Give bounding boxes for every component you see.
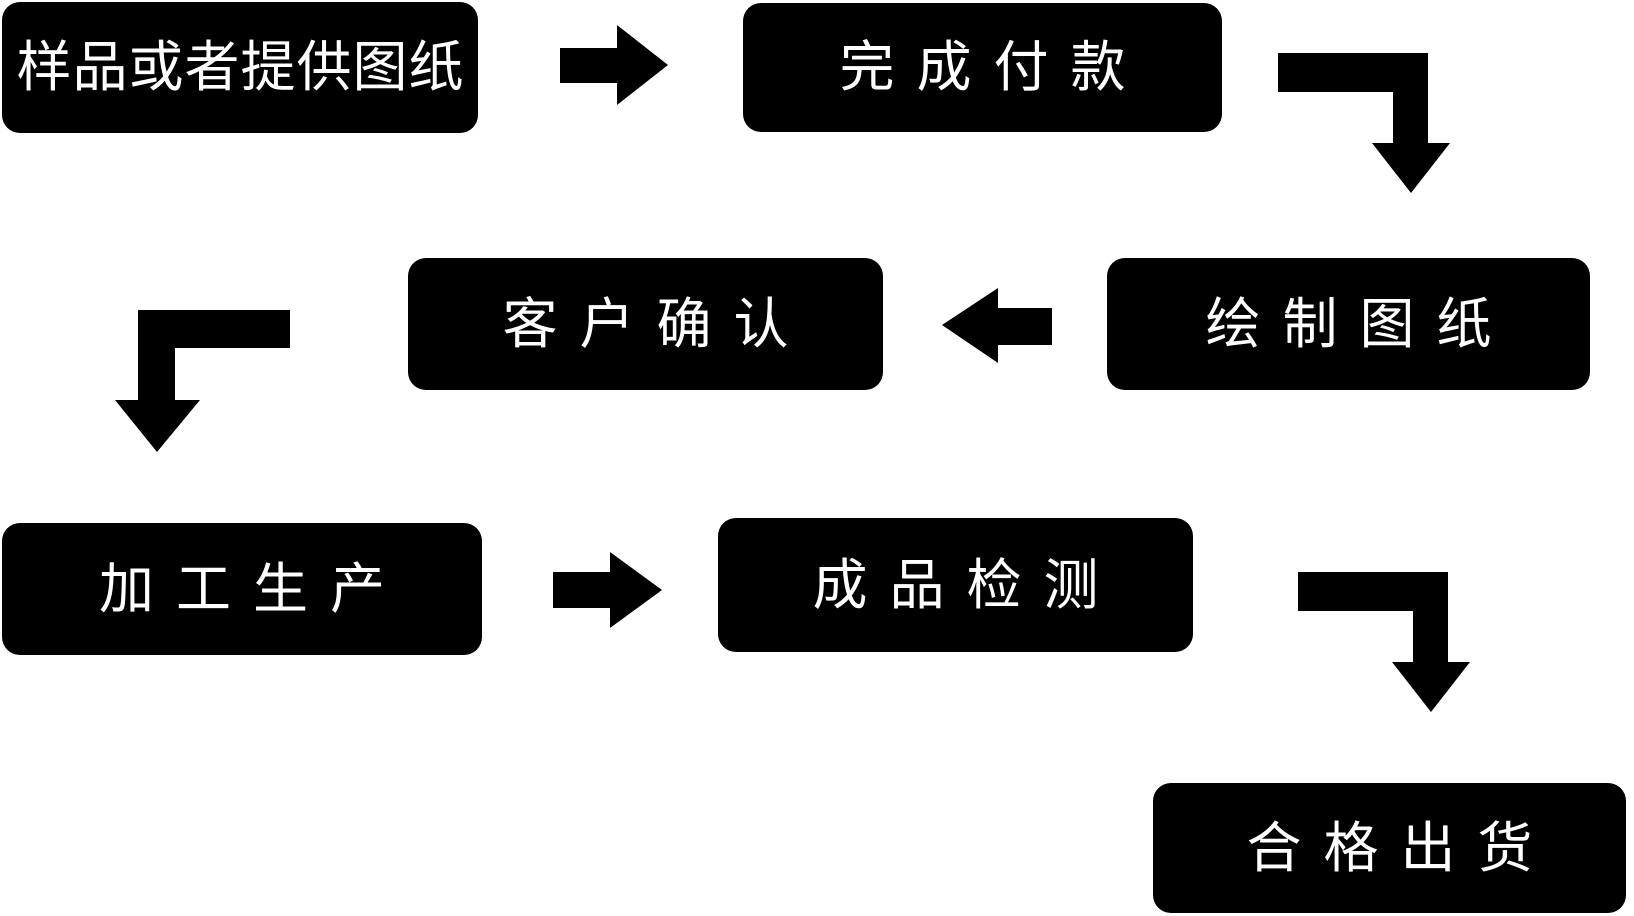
- node-label: 成品检测: [812, 552, 1121, 617]
- node-draw-drawings: 绘制图纸: [1107, 258, 1590, 390]
- node-qualified-shipment: 合格出货: [1153, 783, 1626, 913]
- node-processing-production: 加工生产: [2, 523, 482, 655]
- node-complete-payment: 完成付款: [743, 3, 1222, 132]
- node-sample-or-provide-drawings: 样品或者提供图纸: [2, 2, 478, 133]
- node-label: 客户确认: [502, 291, 811, 356]
- node-customer-confirmation: 客户确认: [408, 258, 883, 390]
- arrow-bent-right-down-icon: [1278, 53, 1450, 193]
- node-label: 合格出货: [1246, 815, 1555, 880]
- arrow-right-icon: [560, 25, 668, 105]
- node-label: 样品或者提供图纸: [16, 35, 465, 99]
- node-label: 绘制图纸: [1205, 291, 1514, 356]
- node-label: 加工生产: [98, 556, 407, 621]
- node-label: 完成付款: [839, 35, 1148, 99]
- arrow-bent-left-down-icon: [115, 310, 290, 452]
- arrow-bent-right-down-icon: [1298, 572, 1470, 712]
- node-finished-product-inspection: 成品检测: [718, 518, 1193, 652]
- arrow-right-icon: [553, 552, 662, 628]
- arrow-left-icon: [942, 288, 1052, 363]
